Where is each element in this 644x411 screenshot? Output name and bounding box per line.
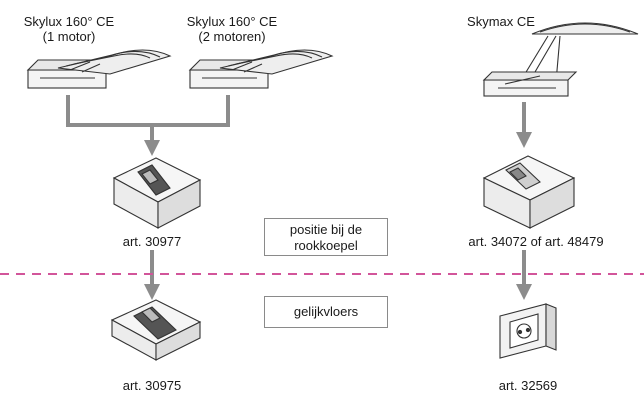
controller-30975-image bbox=[110, 299, 202, 361]
skylux-1-motor-title: Skylux 160° CE (1 motor) bbox=[14, 14, 124, 44]
arrows bbox=[144, 102, 532, 300]
label-art-32569: art. 32569 bbox=[498, 378, 558, 393]
label-art-30977: art. 30977 bbox=[122, 234, 182, 249]
connector-lines bbox=[66, 95, 230, 127]
controller-34072-image bbox=[482, 155, 576, 229]
zone-box-lower: gelijkvloers bbox=[264, 296, 388, 328]
zone-upper-label: positie bij de rookkoepel bbox=[289, 222, 363, 253]
skylux-2-motor-title: Skylux 160° CE (2 motoren) bbox=[172, 14, 292, 44]
zone-lower-label: gelijkvloers bbox=[293, 304, 359, 319]
wall-socket-32569-image bbox=[499, 303, 557, 359]
skylux-1-motor-name: Skylux 160° CE bbox=[23, 14, 115, 29]
skylux-1-motor-image bbox=[26, 49, 172, 89]
zone-box-upper: positie bij de rookkoepel bbox=[264, 218, 388, 256]
label-art-30975: art. 30975 bbox=[122, 378, 182, 393]
skymax-title: Skymax CE bbox=[467, 14, 535, 29]
skylux-2-motor-variant: (2 motoren) bbox=[198, 29, 266, 44]
skylux-2-motor-image bbox=[188, 49, 334, 89]
label-art-34072: art. 34072 of art. 48479 bbox=[468, 234, 604, 249]
skymax-image bbox=[482, 22, 639, 97]
skylux-1-motor-variant: (1 motor) bbox=[42, 29, 96, 44]
controller-30977-image bbox=[112, 157, 202, 229]
skylux-2-motor-name: Skylux 160° CE bbox=[186, 14, 278, 29]
